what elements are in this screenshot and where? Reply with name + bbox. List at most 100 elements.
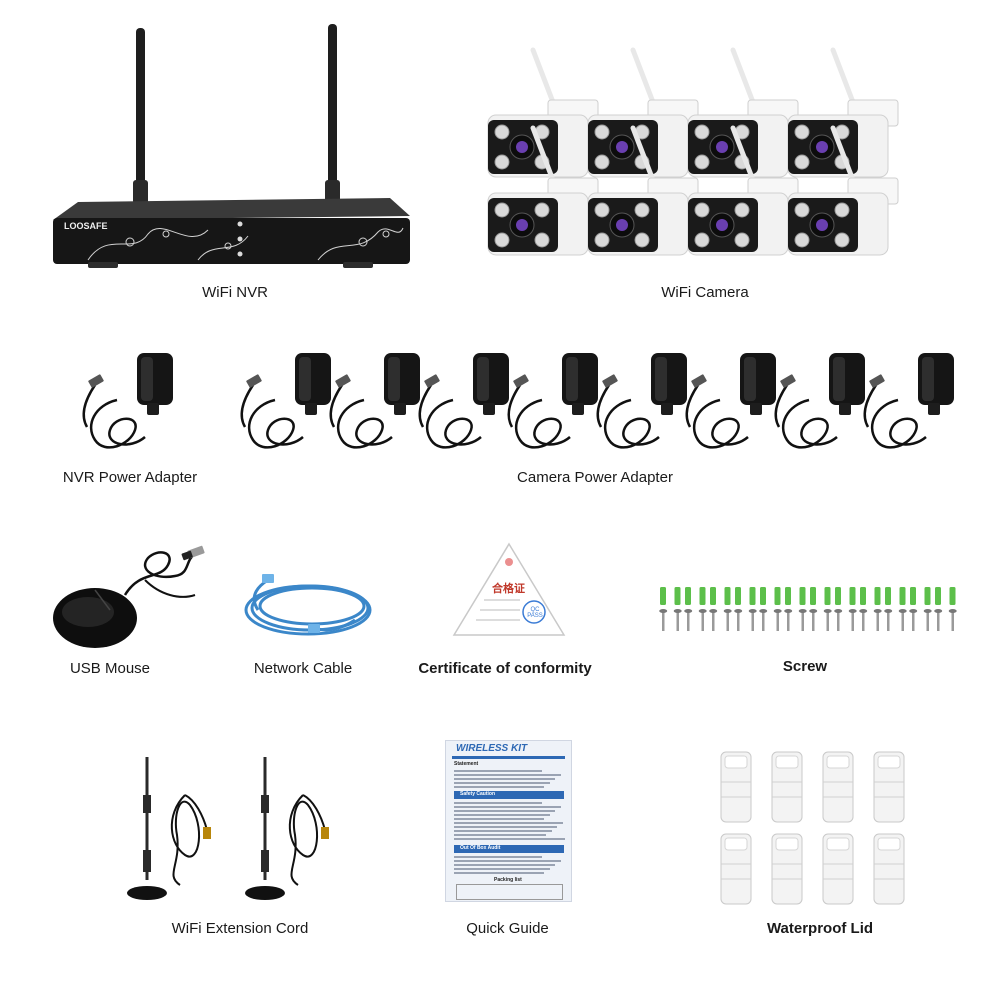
lid-7	[822, 833, 854, 905]
nvr-adapter-illustration	[82, 353, 173, 449]
guide-section-statement: Statement	[454, 761, 479, 767]
guide-text-line	[454, 830, 552, 832]
screw-3	[684, 587, 693, 631]
camera-7	[687, 125, 799, 256]
guide-text-line	[454, 782, 550, 784]
usb-mouse	[50, 540, 205, 650]
guide-text-line	[454, 826, 558, 828]
screw-2	[673, 587, 682, 631]
certificate: 合格证 QC PASS	[450, 540, 568, 640]
screw-8	[748, 587, 757, 631]
quick-guide: WIRELESS KIT Statement Safety Caution Ou…	[445, 740, 572, 902]
guide-text-line	[454, 872, 545, 874]
screw-22	[923, 587, 932, 631]
guide-text-line	[454, 856, 542, 858]
camera-adapter-illustration	[240, 353, 954, 449]
guide-text-line	[454, 802, 542, 804]
screw-23	[934, 587, 943, 631]
label-wifi-nvr: WiFi NVR	[202, 284, 268, 301]
lid-3	[822, 751, 854, 823]
label-wifi-camera: WiFi Camera	[661, 284, 749, 301]
nvr-adapter	[82, 353, 173, 449]
guide-text-line	[454, 814, 550, 816]
lid-8	[873, 833, 905, 905]
screw-17	[859, 587, 868, 631]
lid-1	[720, 751, 752, 823]
label-waterproof-lid: Waterproof Lid	[766, 920, 874, 937]
screw-11	[784, 587, 793, 631]
guide-packing-list: Packing list	[494, 877, 522, 883]
guide-title: WIRELESS KIT	[456, 743, 528, 754]
guide-text-line	[454, 810, 556, 812]
certificate-illustration	[452, 542, 566, 636]
guide-text-line	[454, 834, 547, 836]
screw-18	[873, 587, 882, 631]
waterproof-lids	[715, 750, 915, 905]
nvr-antenna-right	[328, 24, 337, 198]
guide-section-audit	[454, 845, 564, 853]
wifi-cameras	[478, 40, 948, 275]
wifi-nvr: LOOSAFE	[48, 20, 413, 270]
nvr-antenna-left	[136, 28, 145, 198]
camera-illustration	[487, 47, 899, 256]
screw-21	[909, 587, 918, 631]
mouse-illustration	[53, 545, 205, 648]
screw-12	[798, 587, 807, 631]
guide-section-audit-label: Out Of Box Audit	[460, 845, 501, 851]
camera-adapter-8	[863, 353, 954, 449]
screw-15	[834, 587, 843, 631]
lid-2	[771, 751, 803, 823]
guide-text-line	[454, 838, 566, 840]
guide-text-line	[454, 860, 561, 862]
label-certificate: Certificate of conformity	[418, 660, 592, 677]
camera-power-adapters	[230, 345, 970, 460]
camera-adapter-7	[774, 353, 865, 449]
label-quick-guide: Quick Guide	[466, 920, 549, 937]
lid-4	[873, 751, 905, 823]
nvr-body	[53, 218, 410, 264]
antenna-illustration	[127, 757, 329, 900]
guide-text-line	[454, 868, 550, 870]
camera-adapter-2	[329, 353, 420, 449]
nvr-power-adapter	[75, 345, 190, 460]
guide-section-safety-label: Safety Caution	[460, 791, 496, 797]
screw-10	[773, 587, 782, 631]
guide-text-line	[454, 822, 563, 824]
cable-illustration	[244, 574, 372, 636]
camera-5	[487, 125, 599, 256]
lid-illustration	[720, 751, 905, 905]
camera-6	[587, 125, 699, 256]
label-nvr-power-adapter: NVR Power Adapter	[62, 469, 198, 486]
lid-6	[771, 833, 803, 905]
camera-adapter-6	[685, 353, 776, 449]
wifi-extension-cord	[125, 755, 355, 905]
screw-16	[848, 587, 857, 631]
camera-8	[787, 125, 899, 256]
screw-24	[948, 587, 957, 631]
screw-20	[898, 587, 907, 631]
screws	[655, 585, 965, 640]
nvr-illustration	[53, 24, 410, 268]
camera-adapter-3	[418, 353, 509, 449]
screw-illustration	[659, 587, 957, 631]
label-network-cable: Network Cable	[253, 660, 353, 677]
screw-5	[709, 587, 718, 631]
nvr-brand: LOOSAFE	[64, 221, 108, 231]
camera-adapter-5	[596, 353, 687, 449]
guide-text-line	[454, 806, 561, 808]
screw-19	[884, 587, 893, 631]
screw-4	[698, 587, 707, 631]
guide-text-line	[454, 770, 542, 772]
certificate-title: 合格证	[492, 583, 525, 595]
screw-9	[759, 587, 768, 631]
network-cable	[240, 570, 380, 645]
guide-text-line	[454, 818, 545, 820]
label-usb-mouse: USB Mouse	[69, 660, 151, 677]
certificate-stamp: QC PASS	[527, 607, 543, 619]
guide-section-safety	[454, 791, 564, 799]
guide-text-line	[454, 778, 556, 780]
label-screw: Screw	[782, 658, 828, 675]
guide-text-line	[454, 774, 561, 776]
screw-14	[823, 587, 832, 631]
screw-1	[659, 587, 668, 631]
